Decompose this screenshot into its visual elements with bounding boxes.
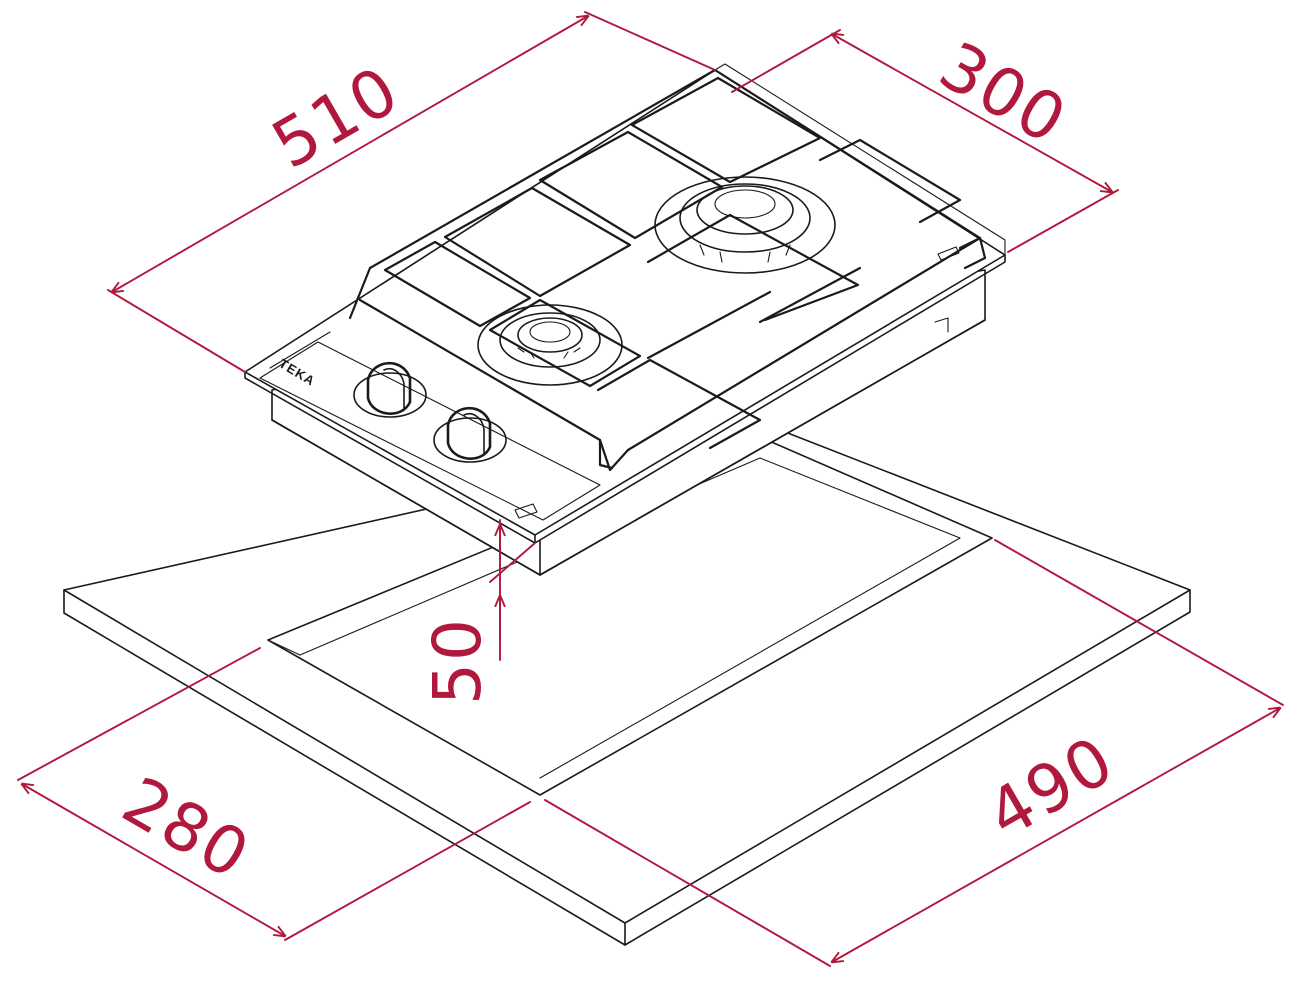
dimension-label-490: 490 [975,721,1128,854]
dimension-label-280: 280 [110,762,263,895]
large-burner [654,176,836,274]
dimension-label-300: 300 [927,27,1080,160]
dimension-label-510: 510 [260,51,413,184]
control-knob-1 [353,361,427,418]
rating-plate-icon [514,246,960,519]
dimension-label-50: 50 [419,617,496,705]
control-knob-2 [433,406,507,463]
dimension-height-50: 50 [419,519,536,705]
